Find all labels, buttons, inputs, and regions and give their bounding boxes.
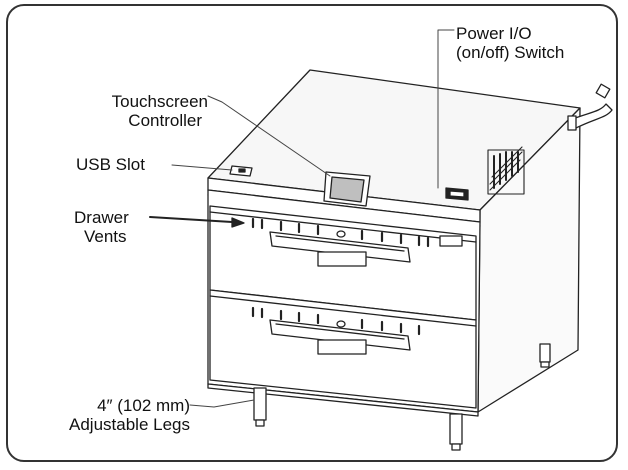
callout-usb-slot: USB Slot xyxy=(76,155,145,174)
leader-power-switch xyxy=(437,29,455,189)
drawer-vents-arrow-icon xyxy=(149,216,245,228)
callout-usb-slot-line1: USB Slot xyxy=(76,155,145,174)
callout-drawer-vents-line1: Drawer xyxy=(74,208,129,227)
leader-lines xyxy=(171,29,455,408)
callout-legs: 4″ (102 mm) Adjustable Legs xyxy=(40,396,190,434)
leader-touchscreen xyxy=(207,95,331,177)
callout-legs-line2: Adjustable Legs xyxy=(69,415,190,434)
callout-touchscreen-line1: Touchscreen xyxy=(111,92,208,111)
upper-drawer-handle-base xyxy=(317,251,367,267)
callout-legs-line1: 4″ (102 mm) xyxy=(97,396,190,415)
upper-drawer-badge xyxy=(439,235,463,247)
lower-drawer-vents xyxy=(251,306,421,336)
leader-usb-slot xyxy=(171,164,233,171)
power-cord xyxy=(569,103,613,129)
callout-power-switch: Power I/O (on/off) Switch xyxy=(456,24,564,62)
side-vents-icon xyxy=(487,146,525,195)
cabinet-base xyxy=(207,383,479,417)
callout-touchscreen: Touchscreen Controller xyxy=(60,92,208,130)
leader-legs xyxy=(189,399,255,408)
lower-drawer-lock-icon xyxy=(336,320,346,328)
adjustable-legs xyxy=(253,343,551,451)
callout-drawer-vents: Drawer Vents xyxy=(70,208,154,246)
lower-drawer-handle-base xyxy=(317,339,367,355)
power-switch-icon xyxy=(445,187,469,201)
upper-drawer-vents xyxy=(251,217,430,248)
usb-slot-icon xyxy=(229,165,253,177)
upper-drawer-lock-icon xyxy=(336,230,346,238)
lower-drawer-handle xyxy=(269,319,411,351)
callout-touchscreen-line2: Controller xyxy=(128,111,202,130)
power-plug-icon xyxy=(595,83,611,99)
callout-power-switch-line1: Power I/O xyxy=(456,24,532,43)
upper-drawer-handle xyxy=(269,231,411,263)
callout-power-switch-line2: (on/off) Switch xyxy=(456,43,565,62)
callout-drawer-vents-line2: Vents xyxy=(84,227,127,246)
touchscreen-controller-icon xyxy=(323,171,371,207)
